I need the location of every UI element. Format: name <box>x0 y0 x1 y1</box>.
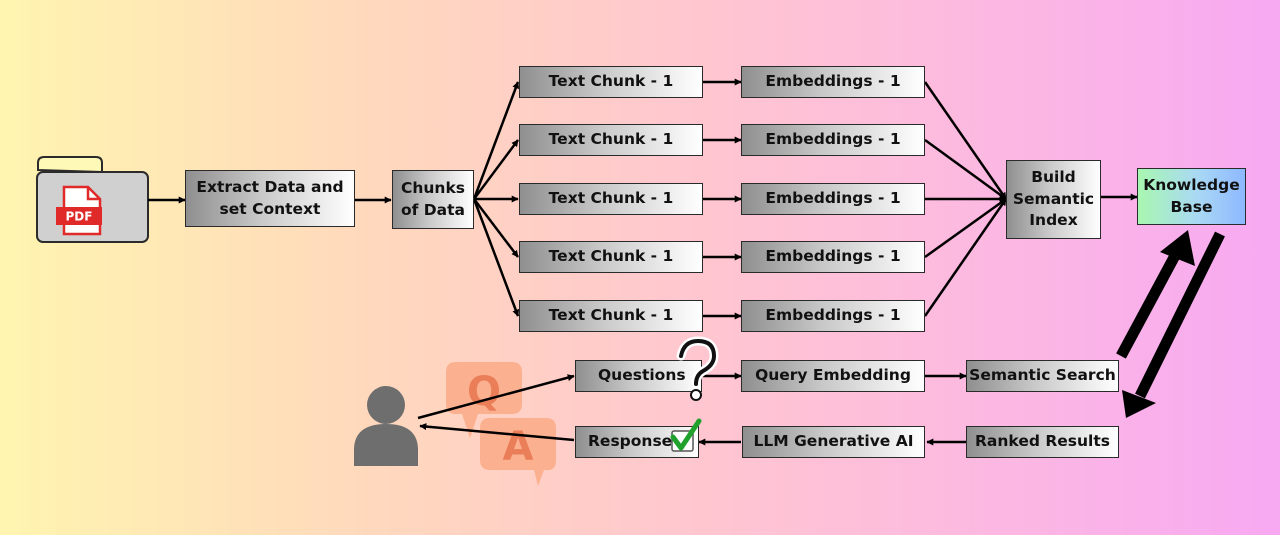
text-chunk-label: Text Chunk - 1 <box>548 189 674 208</box>
arrow-response-to-user <box>419 423 575 442</box>
chunk-to-embedding-arrows <box>703 78 742 320</box>
embeddings-box: Embeddings - 1 <box>741 183 925 215</box>
fan-in-arrows <box>923 81 1008 317</box>
pdf-file-icon: PDF <box>56 185 102 236</box>
text-chunk-label: Text Chunk - 1 <box>548 130 674 149</box>
llm-generative-ai-label: LLM Generative AI <box>753 432 914 451</box>
text-chunk-label: Text Chunk - 1 <box>548 72 674 91</box>
semantic-search-box: Semantic Search <box>966 360 1119 392</box>
query-embedding-box: Query Embedding <box>741 360 925 392</box>
embeddings-box: Embeddings - 1 <box>741 124 925 156</box>
questions-box: Questions <box>575 360 702 392</box>
text-chunk-box: Text Chunk - 1 <box>519 300 703 332</box>
llm-generative-ai-box: LLM Generative AI <box>742 426 925 458</box>
pdf-label: PDF <box>66 210 93 224</box>
arrow-user-to-questions <box>417 374 575 420</box>
text-chunk-box: Text Chunk - 1 <box>519 124 703 156</box>
embeddings-label: Embeddings - 1 <box>765 72 901 91</box>
knowledge-base-label: Knowledge Base <box>1143 176 1240 216</box>
knowledge-base-box: Knowledge Base <box>1137 168 1246 225</box>
embeddings-label: Embeddings - 1 <box>765 189 901 208</box>
bubble-a-letter: A <box>503 424 534 470</box>
build-semantic-index-box: Build Semantic Index <box>1006 160 1101 239</box>
extract-data-label: Extract Data and set Context <box>196 178 344 218</box>
query-embedding-label: Query Embedding <box>755 366 911 385</box>
a-speech-bubble-icon: A <box>480 418 556 486</box>
big-arrow-search-to-kb <box>1116 230 1195 359</box>
user-icon <box>354 386 418 466</box>
response-label: Response <box>588 432 673 451</box>
questions-label: Questions <box>598 366 686 385</box>
embeddings-box: Embeddings - 1 <box>741 241 925 273</box>
chunks-of-data-box: Chunks of Data <box>392 170 474 229</box>
ranked-results-box: Ranked Results <box>966 426 1119 458</box>
embeddings-box: Embeddings - 1 <box>741 66 925 98</box>
build-semantic-index-label: Build Semantic Index <box>1012 168 1095 230</box>
chunks-of-data-label: Chunks of Data <box>400 179 465 219</box>
extract-data-box: Extract Data and set Context <box>185 170 355 227</box>
bubble-q-letter: Q <box>467 369 501 415</box>
embeddings-label: Embeddings - 1 <box>765 130 901 149</box>
text-chunk-label: Text Chunk - 1 <box>548 247 674 266</box>
embeddings-label: Embeddings - 1 <box>765 306 901 325</box>
text-chunk-box: Text Chunk - 1 <box>519 241 703 273</box>
response-box: Response <box>575 426 699 458</box>
embeddings-box: Embeddings - 1 <box>741 300 925 332</box>
embeddings-label: Embeddings - 1 <box>765 247 901 266</box>
big-arrow-kb-to-results <box>1122 231 1225 418</box>
text-chunk-box: Text Chunk - 1 <box>519 66 703 98</box>
semantic-search-label: Semantic Search <box>969 366 1116 385</box>
fan-out-arrows <box>472 81 520 317</box>
text-chunk-box: Text Chunk - 1 <box>519 183 703 215</box>
ranked-results-label: Ranked Results <box>975 432 1110 451</box>
text-chunk-label: Text Chunk - 1 <box>548 306 674 325</box>
